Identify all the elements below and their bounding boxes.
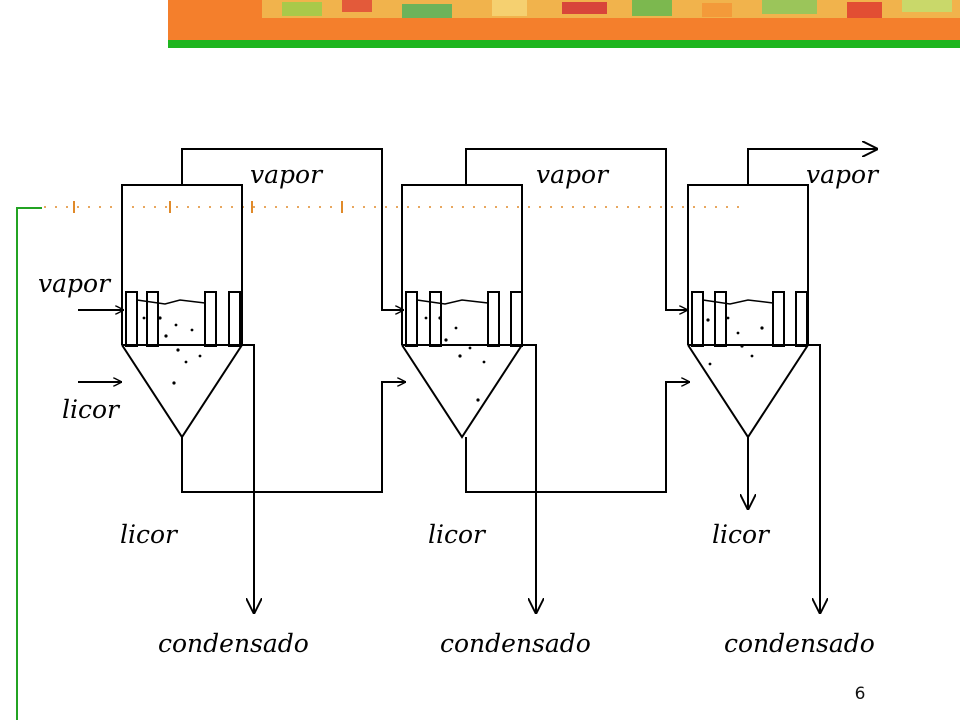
evaporator-3 bbox=[687, 184, 809, 439]
banner-decoration bbox=[262, 0, 960, 18]
header-rule bbox=[168, 40, 960, 48]
stage1-liquor-label: licor bbox=[120, 520, 179, 549]
steam-feed-label: vapor bbox=[38, 269, 112, 298]
stage3-vapor-label: vapor bbox=[806, 160, 880, 189]
stage2-condensate-label: condensado bbox=[440, 629, 591, 658]
frame-line-horizontal bbox=[16, 207, 42, 209]
stage3-liquor-label: licor bbox=[712, 520, 771, 549]
frame-line-vertical bbox=[16, 207, 18, 720]
stage1-condensate-label: condensado bbox=[158, 629, 309, 658]
evaporator-2 bbox=[401, 184, 523, 439]
page-number: 6 bbox=[854, 684, 866, 704]
stage1-vapor-label: vapor bbox=[250, 160, 324, 189]
stage3-condensate-label: condensado bbox=[724, 629, 875, 658]
evaporator-1 bbox=[121, 184, 243, 439]
stage2-vapor-label: vapor bbox=[536, 160, 610, 189]
stage2-liquor-label: licor bbox=[428, 520, 487, 549]
liquor-feed-label: licor bbox=[62, 395, 121, 424]
